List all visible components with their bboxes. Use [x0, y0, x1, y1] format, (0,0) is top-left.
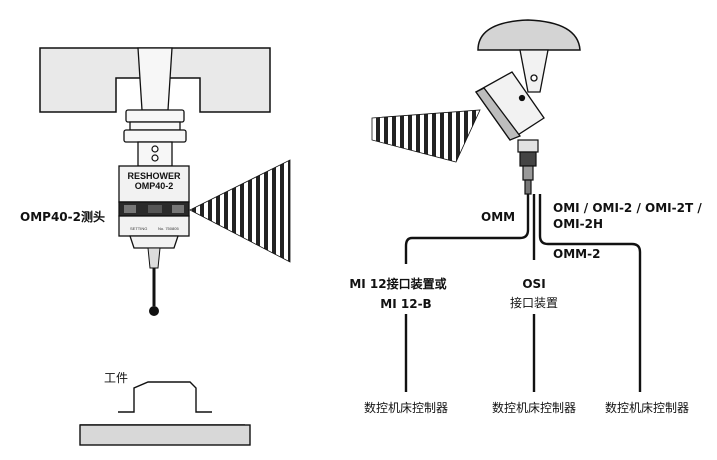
probe-stylus: [147, 247, 161, 316]
spindle-screws: [151, 145, 159, 162]
probe-brand-text: RESHOWER: [127, 171, 181, 181]
omm-label: OMM: [481, 210, 516, 224]
machine-spindle: [39, 47, 271, 113]
receiver-bracket: [519, 49, 549, 93]
controller-label-1: 数控机床控制器: [363, 401, 449, 415]
omm2-label: OMM-2: [553, 247, 601, 261]
workpiece-label: 工件: [104, 371, 129, 385]
probe-label: OMP40-2测头: [20, 210, 105, 224]
omi-label-line1: OMI / OMI-2 / OMI-2T /: [553, 201, 702, 215]
osi-label-line2: 接口装置: [509, 296, 559, 310]
workpiece: [79, 381, 251, 446]
cable-lines: [404, 194, 642, 392]
probe-small-print-2: No. 750805: [158, 226, 179, 231]
probe-model-text: OMP40-2: [134, 181, 174, 191]
controller-label-2: 数控机床控制器: [491, 401, 577, 415]
omi-label-line2: OMI-2H: [553, 217, 603, 231]
receiver-signal-cone: [371, 109, 481, 163]
mi12-label-line2: MI 12-B: [380, 297, 432, 311]
probe-small-print-1: SETTING: [130, 226, 148, 231]
receiver-connector: [517, 139, 539, 195]
controller-label-3: 数控机床控制器: [604, 401, 690, 415]
mi12-label-line1: MI 12接口装置或: [349, 277, 447, 291]
receiver-head: [475, 71, 545, 141]
osi-label-line1: OSI: [522, 277, 546, 291]
probe-signal-cone: [189, 159, 291, 263]
probe-body: [118, 165, 190, 249]
mounting-dome: [477, 19, 581, 51]
